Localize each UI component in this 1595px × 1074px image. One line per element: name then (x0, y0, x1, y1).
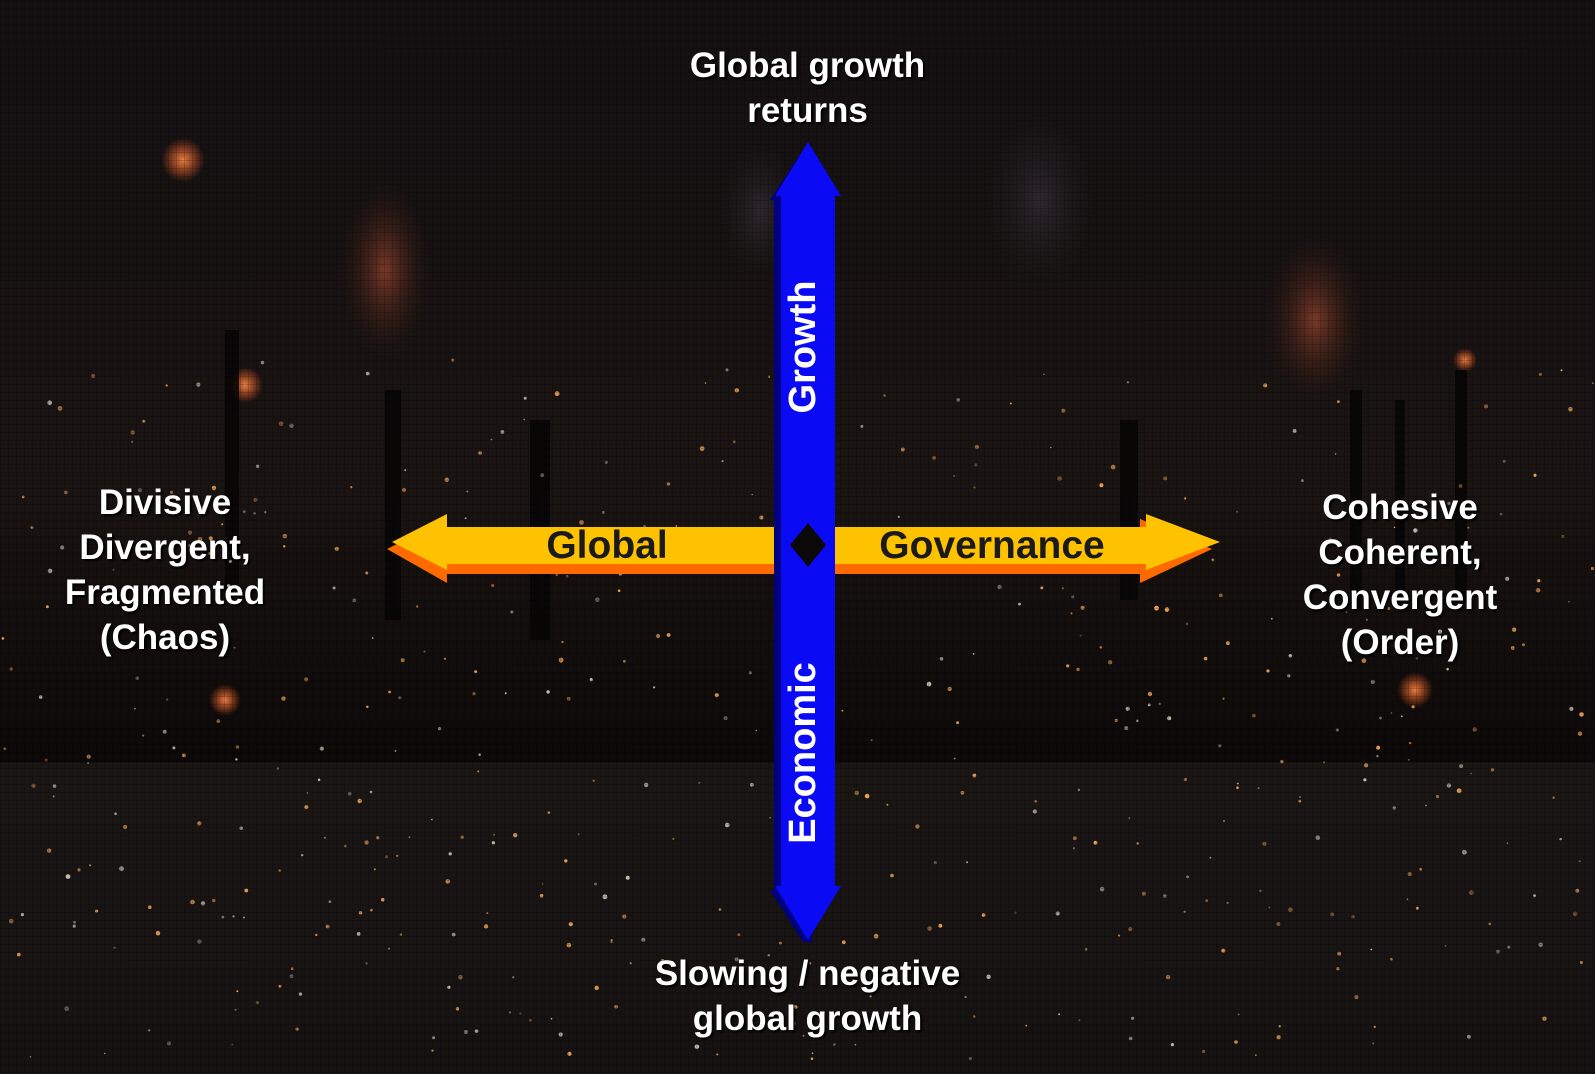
right-label-line-4: (Order) (1340, 623, 1460, 662)
axis-word-economic: Economic (782, 662, 824, 844)
right-label-line-1: Cohesive (1322, 488, 1478, 527)
axis-word-governance: Governance (879, 524, 1104, 567)
top-label-line-1: Global growth (689, 46, 926, 85)
left-label-line-3: Fragmented (64, 573, 266, 612)
left-label: Divisive Divergent, Fragmented (Chaos) (40, 480, 290, 660)
right-label: Cohesive Coherent, Convergent (Order) (1275, 485, 1525, 665)
axis-word-growth: Growth (782, 281, 824, 414)
center-notch (790, 523, 826, 567)
left-label-line-4: (Chaos) (99, 618, 231, 657)
bottom-label-line-1: Slowing / negative (654, 954, 961, 993)
left-label-line-1: Divisive (98, 483, 232, 522)
top-label: Global growth returns (640, 43, 975, 133)
bottom-label: Slowing / negative global growth (615, 951, 1000, 1041)
left-label-line-2: Divergent, (79, 528, 251, 567)
axis-word-global: Global (546, 524, 667, 567)
bottom-label-line-2: global growth (692, 999, 923, 1038)
right-label-line-3: Convergent (1302, 578, 1498, 617)
right-label-line-2: Coherent, (1318, 533, 1482, 572)
top-label-line-2: returns (747, 91, 868, 130)
